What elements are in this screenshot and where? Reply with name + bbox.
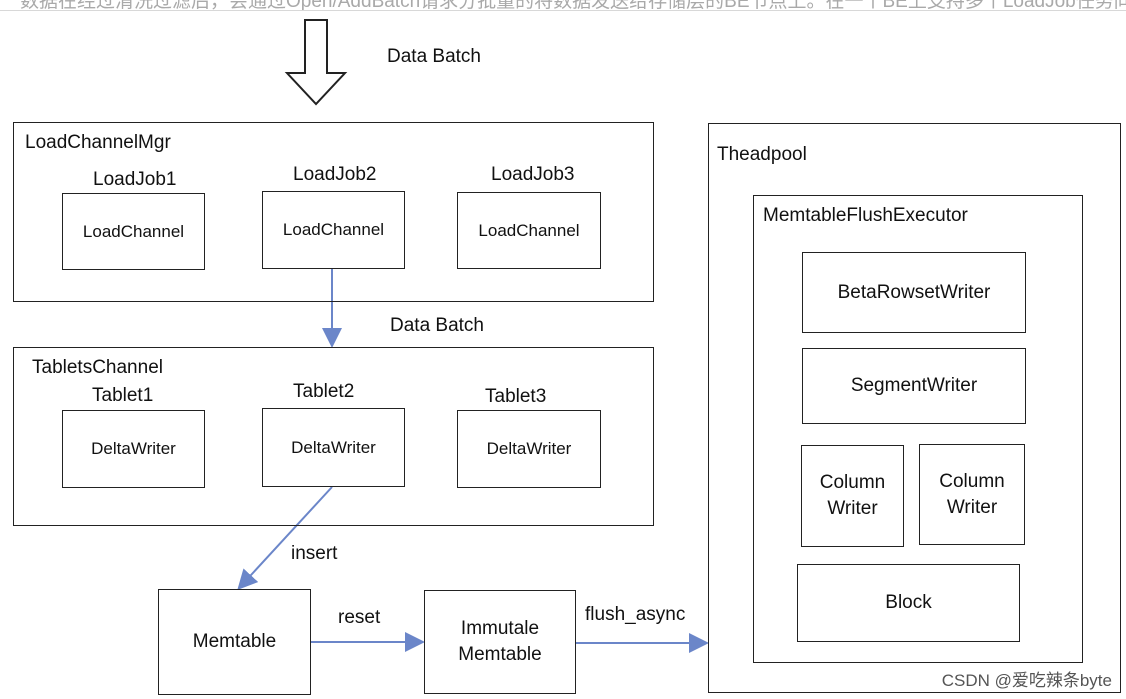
tablet3-label: Tablet3: [485, 386, 547, 407]
loadchannel-2-box: LoadChannel: [262, 191, 405, 269]
loadjob2-label: LoadJob2: [293, 164, 377, 185]
loadjob3-label: LoadJob3: [491, 164, 575, 185]
tablets-channel-box: [13, 347, 654, 526]
column-writer-1-line1: Column: [819, 472, 886, 493]
load-channel-mgr-title: LoadChannelMgr: [25, 132, 171, 153]
column-writer-2-line2: Writer: [946, 496, 998, 518]
tablet1-label: Tablet1: [92, 385, 154, 406]
column-writer-1-box: Column Writer: [801, 445, 904, 547]
column-writer-1-line2: Writer: [827, 498, 878, 519]
loadchannel-1-box: LoadChannel: [62, 193, 205, 270]
tablets-channel-title: TabletsChannel: [32, 357, 163, 378]
data-batch-down-arrow-icon: [284, 19, 348, 106]
immutable-memtable-box: Immutale Memtable: [424, 590, 576, 694]
loadjob1-label: LoadJob1: [93, 169, 177, 190]
csdn-watermark: CSDN @爱吃辣条byte: [941, 671, 1112, 690]
column-writer-2-box: Column Writer: [919, 444, 1025, 545]
segment-writer-box: SegmentWriter: [802, 348, 1026, 424]
beta-rowset-writer-box: BetaRowsetWriter: [802, 252, 1026, 333]
deltawriter-3-box: DeltaWriter: [457, 410, 601, 488]
threadpool-box: [708, 123, 1121, 693]
header-paragraph-text: 数据在经过清洗过滤后，会通过Open/AddBatch请求分批量的将数据发送给存…: [20, 0, 1126, 12]
block-box: Block: [797, 564, 1020, 642]
loadchannel-3-box: LoadChannel: [457, 192, 601, 269]
threadpool-title: Theadpool: [717, 144, 807, 165]
column-writer-2-line1: Column: [939, 470, 1005, 492]
load-channel-mgr-box: [13, 122, 654, 302]
deltawriter-1-box: DeltaWriter: [62, 410, 205, 488]
memtable-flush-executor-box: [753, 195, 1083, 663]
memtable-box: Memtable: [158, 589, 311, 695]
immutable-line2: Memtable: [458, 644, 542, 665]
top-data-batch-label: Data Batch: [387, 46, 481, 67]
insert-label: insert: [291, 543, 338, 564]
arrow-insert-to-memtable: [237, 486, 333, 590]
reset-label: reset: [338, 607, 381, 628]
mid-data-batch-label: Data Batch: [390, 315, 484, 336]
flush-async-label: flush_async: [585, 604, 686, 625]
deltawriter-2-box: DeltaWriter: [262, 408, 405, 487]
memtable-flush-executor-title: MemtableFlushExecutor: [763, 205, 968, 226]
immutable-line1: Immutale: [460, 618, 540, 639]
header-divider: [0, 10, 1126, 11]
tablet2-label: Tablet2: [293, 381, 355, 402]
